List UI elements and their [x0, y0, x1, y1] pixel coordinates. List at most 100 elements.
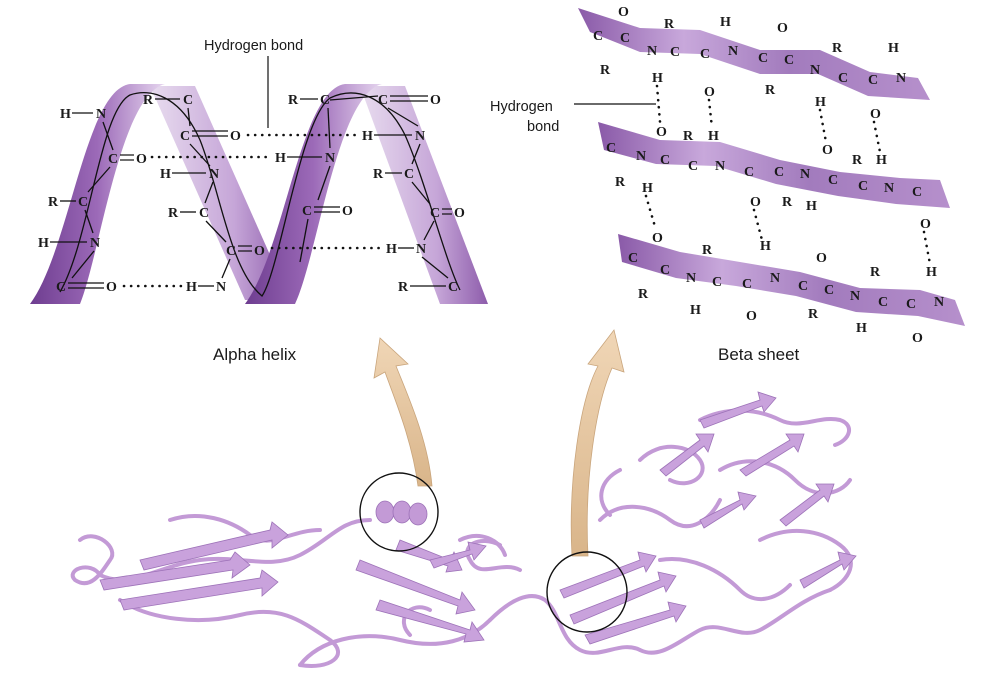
atom-c: C: [606, 141, 616, 156]
bond: [87, 166, 111, 193]
atom-o: O: [230, 129, 241, 144]
atom-o: O: [454, 206, 465, 221]
atom-h: H: [806, 199, 817, 214]
atom-c: C: [226, 244, 236, 259]
bond: [102, 121, 114, 151]
atom-r: R: [782, 195, 793, 210]
atom-o: O: [106, 280, 117, 295]
atom-r: R: [808, 307, 819, 322]
atom-r: R: [702, 243, 713, 258]
atom-c: C: [593, 29, 603, 44]
atom-h: H: [720, 15, 731, 30]
hydrogen-bond-dots: [818, 108, 828, 144]
bond: [187, 107, 191, 127]
atom-r: R: [398, 280, 409, 295]
atom-o: O: [746, 309, 757, 324]
atom-n: N: [415, 129, 425, 144]
atom-c: C: [180, 129, 190, 144]
hydrogen-bond-dots: [752, 208, 764, 242]
atom-o: O: [704, 85, 715, 100]
bond: [299, 218, 309, 263]
alpha-helix-atoms: H N C O R C H N C O R C C O H N R: [38, 93, 465, 295]
atom-c: C: [784, 53, 794, 68]
atom-r: R: [615, 175, 626, 190]
atom-c: C: [183, 93, 193, 108]
atom-h: H: [708, 129, 719, 144]
atom-n: N: [636, 149, 646, 164]
atom-n: N: [647, 44, 657, 59]
atom-n: N: [934, 295, 944, 310]
beta-strand-2: [598, 122, 950, 208]
atom-c: C: [798, 279, 808, 294]
atom-h: H: [642, 181, 653, 196]
atom-c: C: [199, 206, 209, 221]
atom-h: H: [926, 265, 937, 280]
atom-n: N: [96, 107, 106, 122]
beta-strand-3: [618, 234, 965, 326]
atom-r: R: [168, 206, 179, 221]
helix-back-strand-1: [150, 86, 290, 300]
bond: [317, 165, 331, 201]
bond: [71, 250, 95, 279]
atom-c: C: [430, 206, 440, 221]
arrow-to-beta-sheet-icon: [570, 329, 625, 557]
atom-r: R: [683, 129, 694, 144]
hydrogen-bond-dots: [644, 194, 658, 232]
atom-h: H: [760, 239, 771, 254]
atom-n: N: [800, 167, 810, 182]
atom-h: H: [160, 167, 171, 182]
protein-ribbon-strands: [99, 391, 857, 645]
atom-c: C: [700, 47, 710, 62]
hydrogen-bond-label-beta-line1: Hydrogen: [490, 99, 553, 115]
atom-n: N: [216, 280, 226, 295]
atom-c: C: [670, 45, 680, 60]
beta-strand-1: [578, 8, 930, 100]
atom-c: C: [660, 153, 670, 168]
bond: [421, 256, 449, 279]
bond: [329, 95, 379, 101]
atom-c: C: [712, 275, 722, 290]
beta-sheet-caption: Beta sheet: [718, 345, 800, 364]
atom-n: N: [715, 159, 725, 174]
atom-r: R: [852, 153, 863, 168]
atom-r: R: [288, 93, 299, 108]
beta-sheet-strands: [578, 8, 965, 326]
atom-c: C: [824, 283, 834, 298]
atom-r: R: [48, 195, 59, 210]
protein-helix-coil: [375, 500, 428, 526]
atom-c: C: [108, 152, 118, 167]
atom-c: C: [302, 204, 312, 219]
alpha-helix-caption: Alpha helix: [213, 345, 297, 364]
atom-c: C: [320, 93, 330, 108]
atom-n: N: [884, 181, 894, 196]
bond: [327, 107, 331, 149]
atom-c: C: [774, 165, 784, 180]
atom-h: H: [876, 153, 887, 168]
atom-c: C: [628, 251, 638, 266]
atom-r: R: [870, 265, 881, 280]
atom-n: N: [90, 236, 100, 251]
atom-o: O: [652, 231, 663, 246]
atom-h: H: [362, 129, 373, 144]
atom-h: H: [386, 242, 397, 257]
atom-n: N: [850, 289, 860, 304]
atom-c: C: [688, 159, 698, 174]
hydrogen-bond-dots: [872, 120, 882, 154]
atom-o: O: [816, 251, 827, 266]
atom-h: H: [38, 236, 49, 251]
atom-c: C: [858, 179, 868, 194]
bond: [221, 258, 231, 279]
atom-c: C: [742, 277, 752, 292]
atom-c: C: [448, 280, 458, 295]
atom-c: C: [744, 165, 754, 180]
atom-n: N: [325, 151, 335, 166]
atom-c: C: [838, 71, 848, 86]
bond: [411, 143, 421, 165]
atom-c: C: [758, 51, 768, 66]
atom-o: O: [777, 21, 788, 36]
atom-h: H: [652, 71, 663, 86]
bond: [204, 181, 214, 204]
atom-c: C: [78, 195, 88, 210]
atom-c: C: [868, 73, 878, 88]
